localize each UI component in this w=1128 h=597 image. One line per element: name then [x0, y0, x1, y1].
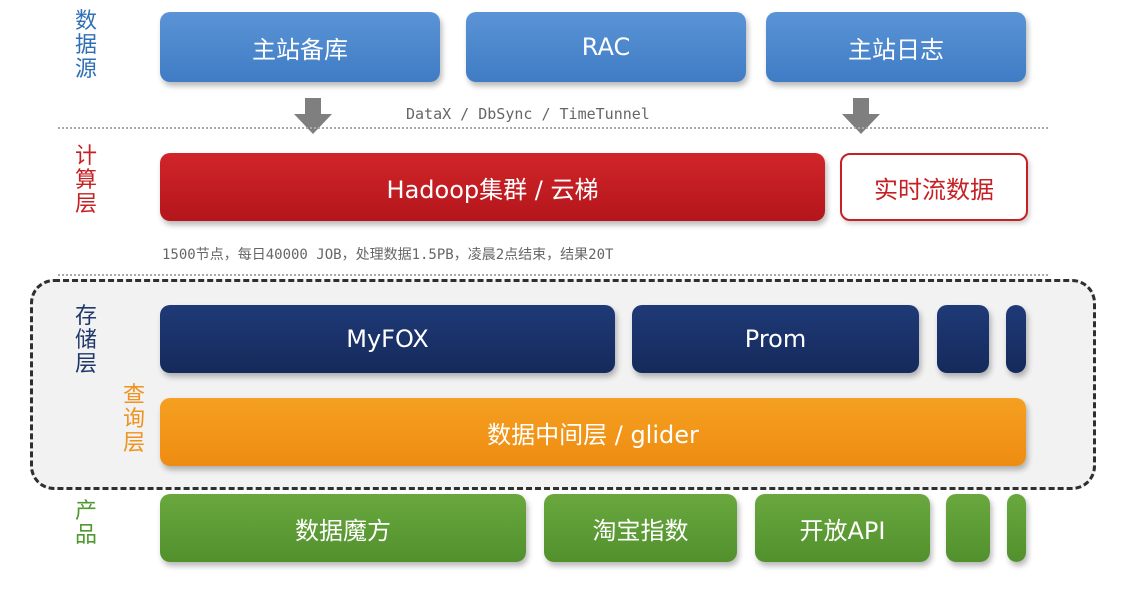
- source-layer-label: 数 据 源: [74, 9, 97, 82]
- separator-line: [58, 274, 1048, 276]
- prom-block: Prom: [632, 305, 919, 373]
- product-block-extra: [946, 494, 990, 562]
- separator-line: [58, 127, 1048, 129]
- data-middle-layer-block: 数据中间层 / glider: [160, 398, 1026, 466]
- source-block-main-log: 主站日志: [766, 12, 1026, 82]
- product-block-open-api: 开放API: [755, 494, 930, 562]
- storage-block-extra: [937, 305, 989, 373]
- down-arrow-icon: [294, 98, 332, 134]
- product-block-taobao-index: 淘宝指数: [544, 494, 737, 562]
- compute-layer-label: 计 算 层: [74, 144, 97, 217]
- realtime-stream-block: 实时流数据: [840, 153, 1028, 221]
- compute-stats-note: 1500节点，每日40000 JOB，处理数据1.5PB，凌晨2点结束，结果20…: [162, 247, 614, 263]
- storage-layer-label: 存 储 层: [74, 304, 97, 377]
- source-block-rac: RAC: [466, 12, 746, 82]
- myfox-block: MyFOX: [160, 305, 615, 373]
- source-block-main-backup: 主站备库: [160, 12, 440, 82]
- storage-block-extra: [1006, 305, 1026, 373]
- sync-tools-note: DataX / DbSync / TimeTunnel: [406, 105, 650, 123]
- product-layer-label: 产 品: [74, 499, 97, 548]
- product-block-data-cube: 数据魔方: [160, 494, 526, 562]
- product-block-extra: [1007, 494, 1026, 562]
- query-layer-label: 查 询 层: [122, 383, 145, 456]
- hadoop-cluster-block: Hadoop集群 / 云梯: [160, 153, 825, 221]
- down-arrow-icon: [842, 98, 880, 134]
